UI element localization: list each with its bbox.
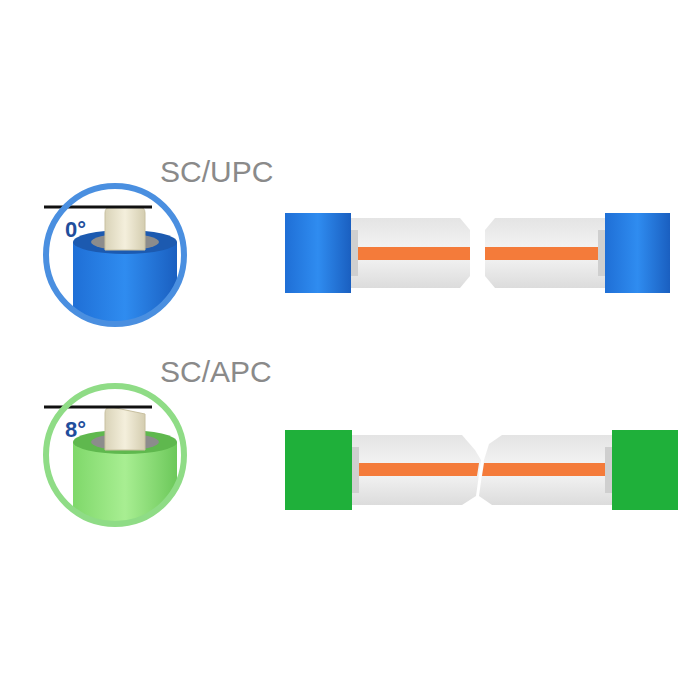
connector-type: SC/UPC bbox=[160, 155, 273, 189]
polish-angle: 8° bbox=[65, 417, 86, 443]
polish-angle: 0° bbox=[65, 217, 86, 243]
circle-ring bbox=[46, 186, 184, 324]
connector-type: SC/APC bbox=[160, 355, 272, 389]
connector-circle: SC/UPC0° bbox=[43, 183, 187, 327]
connector-circle: SC/APC8° bbox=[43, 383, 187, 527]
circle-ring bbox=[46, 386, 184, 524]
circle-outline bbox=[43, 183, 187, 327]
circle-outline bbox=[43, 383, 187, 527]
